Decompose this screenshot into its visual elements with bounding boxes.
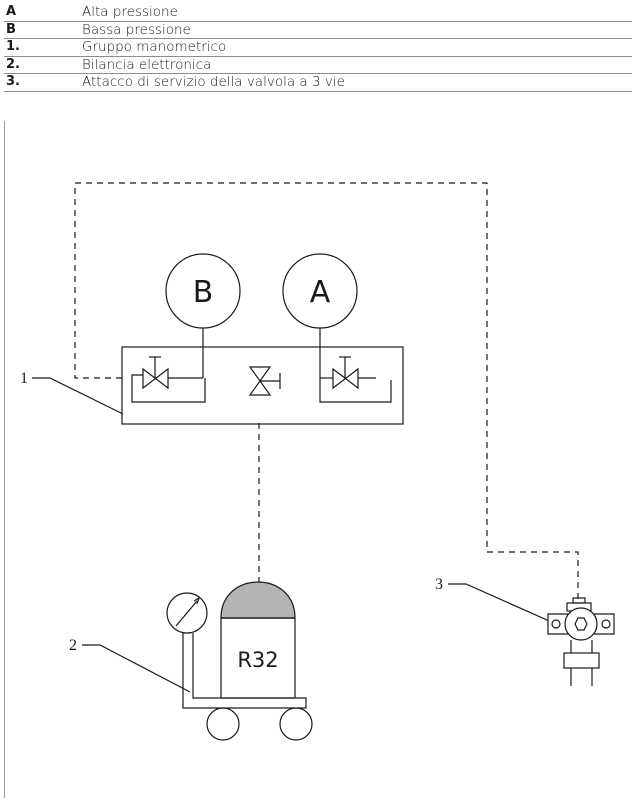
refrigerant-cylinder: [220, 581, 296, 619]
callout-2: 2: [69, 637, 77, 654]
legend-label: Gruppo manometrico: [82, 39, 227, 56]
legend-table: A Alta pressione B Bassa pressione 1. Gr…: [4, 4, 632, 92]
callout-1-leader: [32, 377, 124, 415]
legend-label: Bilancia elettronica: [82, 56, 212, 73]
legend-row-a: A Alta pressione: [4, 4, 632, 22]
legend-key: 1.: [6, 39, 20, 55]
callout-3-leader: [448, 583, 557, 625]
electronic-scale: [166, 592, 313, 741]
legend-row-2: 2. Bilancia elettronica: [4, 56, 632, 74]
legend-label: Alta pressione: [82, 4, 178, 21]
gauge-b-label: B: [193, 275, 214, 310]
low-pressure-hose: [74, 182, 579, 600]
valve-left: [131, 356, 206, 403]
legend-label: Bassa pressione: [82, 21, 191, 38]
legend-key: 2.: [6, 56, 20, 72]
cylinder-label: R32: [237, 648, 278, 672]
legend-label: Attacco di servizio della valvola a 3 vi…: [82, 74, 345, 91]
gauge-a-label: A: [310, 275, 331, 310]
three-way-valve-service-port: [547, 597, 615, 686]
legend-row-b: B Bassa pressione: [4, 21, 632, 39]
legend-key: A: [6, 4, 17, 20]
callout-2-leader: [82, 644, 191, 693]
valve-center: [248, 366, 281, 396]
legend-key: 3.: [6, 74, 20, 90]
valve-right: [319, 356, 392, 403]
callout-3: 3: [435, 576, 443, 593]
diagram-frame: [4, 121, 632, 798]
legend-row-3: 3. Attacco di servizio della valvola a 3…: [4, 74, 632, 92]
legend-key: B: [6, 21, 16, 37]
manifold-body: [121, 346, 404, 425]
callout-1: 1: [20, 370, 28, 387]
legend-row-1: 1. Gruppo manometrico: [4, 39, 632, 57]
